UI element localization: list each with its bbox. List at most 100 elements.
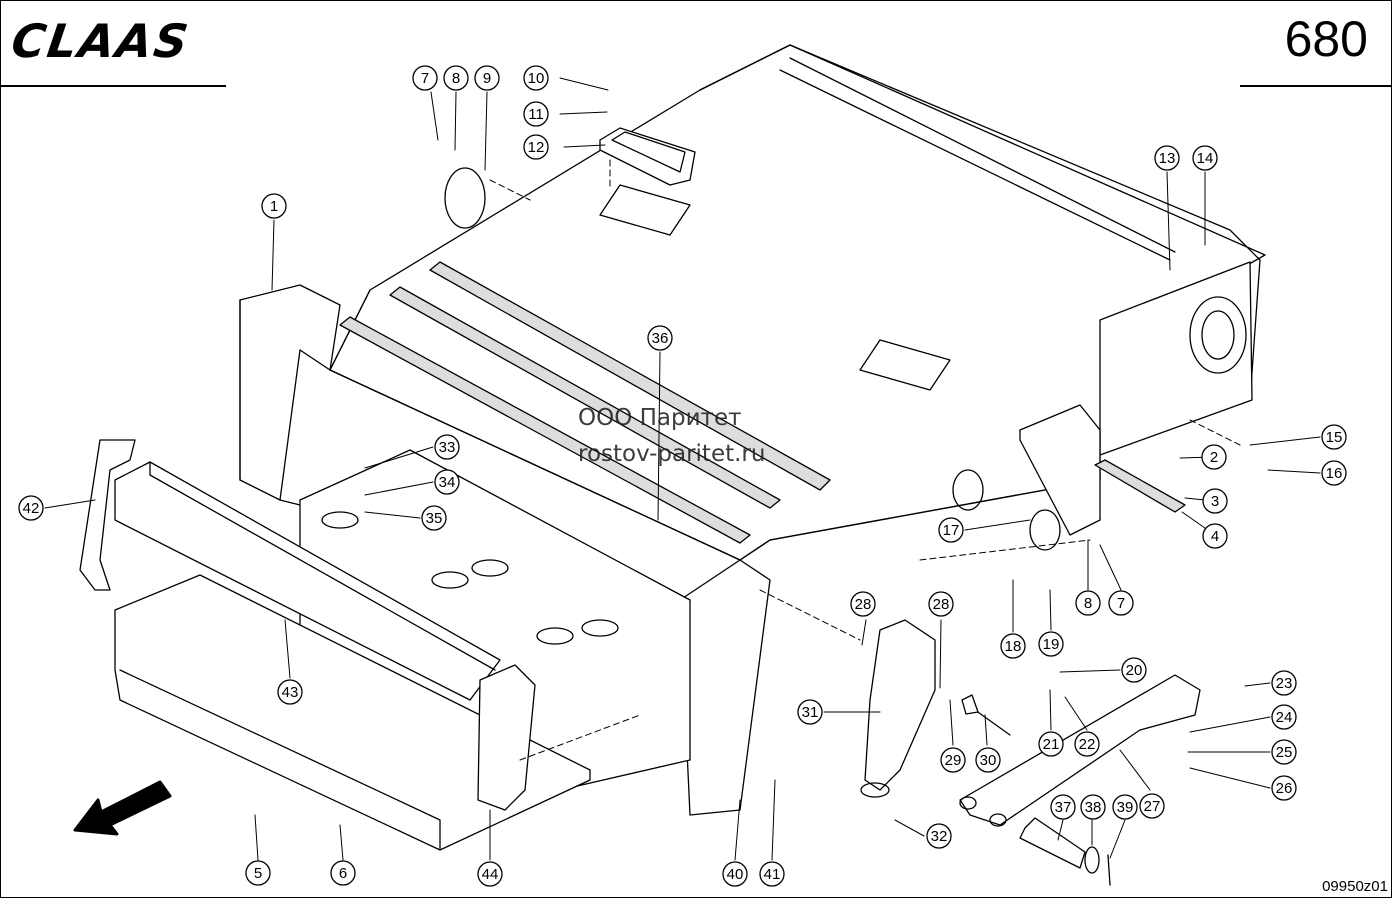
callout-26: 26 bbox=[1271, 775, 1297, 801]
interior-lamp bbox=[599, 127, 696, 186]
callout-1: 1 bbox=[261, 193, 287, 219]
svg-text:39: 39 bbox=[1117, 799, 1134, 816]
svg-text:1: 1 bbox=[270, 198, 278, 215]
callout-37: 37 bbox=[1050, 794, 1076, 820]
callout-33: 33 bbox=[434, 434, 460, 460]
callout-5: 5 bbox=[245, 860, 271, 886]
callout-13: 13 bbox=[1154, 145, 1180, 171]
svg-text:10: 10 bbox=[528, 70, 545, 87]
split-pin bbox=[1107, 854, 1111, 886]
svg-text:2: 2 bbox=[1210, 449, 1218, 466]
watermark-company: ООО Паритет bbox=[578, 405, 742, 431]
svg-text:35: 35 bbox=[426, 510, 443, 527]
callout-20: 20 bbox=[1121, 657, 1147, 683]
leader-lines bbox=[44, 77, 1321, 861]
callout-32: 32 bbox=[926, 823, 952, 849]
callout-24: 24 bbox=[1271, 704, 1297, 730]
bracket-right bbox=[477, 664, 536, 811]
callout-35: 35 bbox=[421, 505, 447, 531]
svg-text:40: 40 bbox=[727, 866, 744, 883]
side-cover-plate bbox=[1019, 404, 1101, 536]
callout-19: 19 bbox=[1038, 631, 1064, 657]
svg-text:27: 27 bbox=[1144, 798, 1161, 815]
assembly-centerlines bbox=[489, 159, 1241, 761]
svg-text:37: 37 bbox=[1055, 799, 1072, 816]
front-frame bbox=[239, 284, 771, 816]
header-rule-right bbox=[1240, 85, 1392, 87]
svg-text:16: 16 bbox=[1326, 465, 1343, 482]
svg-text:11: 11 bbox=[528, 106, 544, 123]
header-rule-left bbox=[0, 85, 226, 87]
callout-28-left: 28 bbox=[850, 591, 876, 617]
arrow-down-left-icon bbox=[73, 780, 172, 836]
callout-39: 39 bbox=[1112, 794, 1138, 820]
page-number: 680 bbox=[1284, 11, 1368, 67]
svg-text:7: 7 bbox=[1117, 595, 1125, 612]
svg-text:28: 28 bbox=[933, 596, 950, 613]
callout-43: 43 bbox=[277, 679, 303, 705]
svg-text:31: 31 bbox=[802, 704, 819, 721]
callout-28-right: 28 bbox=[928, 591, 954, 617]
svg-text:34: 34 bbox=[439, 474, 456, 491]
svg-text:5: 5 bbox=[254, 865, 262, 882]
svg-text:18: 18 bbox=[1005, 638, 1022, 655]
svg-text:9: 9 bbox=[483, 70, 491, 87]
watermark: ООО Паритет rostov-paritet.ru bbox=[578, 400, 765, 472]
svg-text:3: 3 bbox=[1211, 493, 1219, 510]
callout-21: 21 bbox=[1038, 731, 1064, 757]
watermark-url: rostov-paritet.ru bbox=[578, 441, 766, 467]
svg-text:42: 42 bbox=[23, 500, 40, 517]
pin bbox=[1019, 817, 1086, 869]
svg-text:7: 7 bbox=[421, 70, 429, 87]
callout-22: 22 bbox=[1074, 731, 1100, 757]
callout-34: 34 bbox=[434, 469, 460, 495]
svg-text:23: 23 bbox=[1276, 675, 1293, 692]
svg-text:4: 4 bbox=[1211, 528, 1219, 545]
svg-text:6: 6 bbox=[339, 865, 347, 882]
callout-8-right: 8 bbox=[1075, 590, 1101, 616]
callout-12: 12 bbox=[523, 134, 549, 160]
svg-text:12: 12 bbox=[528, 139, 545, 156]
callout-29: 29 bbox=[940, 747, 966, 773]
cover-disc-right bbox=[1029, 509, 1061, 551]
lower-cover bbox=[114, 574, 591, 851]
svg-text:36: 36 bbox=[652, 330, 669, 347]
svg-text:41: 41 bbox=[764, 866, 781, 883]
svg-text:33: 33 bbox=[439, 439, 456, 456]
svg-text:17: 17 bbox=[943, 522, 960, 539]
pin-ring bbox=[1084, 846, 1100, 874]
svg-text:8: 8 bbox=[1084, 595, 1092, 612]
callout-16: 16 bbox=[1321, 460, 1347, 486]
callout-42: 42 bbox=[18, 495, 44, 521]
callout-15: 15 bbox=[1321, 424, 1347, 450]
callout-25: 25 bbox=[1271, 739, 1297, 765]
callout-6: 6 bbox=[330, 860, 356, 886]
callout-4: 4 bbox=[1202, 523, 1228, 549]
callout-31: 31 bbox=[797, 699, 823, 725]
callout-3: 3 bbox=[1202, 488, 1228, 514]
callout-9: 9 bbox=[474, 65, 500, 91]
svg-text:32: 32 bbox=[931, 828, 948, 845]
svg-text:24: 24 bbox=[1276, 709, 1293, 726]
callout-44: 44 bbox=[477, 861, 503, 887]
drawing-code: 09950z01 bbox=[1322, 878, 1388, 895]
svg-text:19: 19 bbox=[1043, 636, 1060, 653]
callout-36: 36 bbox=[647, 325, 673, 351]
svg-text:22: 22 bbox=[1079, 736, 1096, 753]
callout-11: 11 bbox=[523, 101, 549, 127]
callout-10: 10 bbox=[523, 65, 549, 91]
svg-text:14: 14 bbox=[1197, 150, 1214, 167]
rear-strip bbox=[1094, 459, 1186, 513]
svg-text:8: 8 bbox=[452, 70, 460, 87]
cover-disc-left bbox=[952, 469, 984, 511]
callout-38: 38 bbox=[1080, 794, 1106, 820]
callout-18: 18 bbox=[1000, 633, 1026, 659]
svg-text:29: 29 bbox=[945, 752, 962, 769]
support-column bbox=[864, 619, 936, 791]
svg-text:15: 15 bbox=[1326, 429, 1343, 446]
support-foot bbox=[860, 782, 890, 798]
svg-text:25: 25 bbox=[1276, 744, 1293, 761]
callout-2: 2 bbox=[1201, 444, 1227, 470]
